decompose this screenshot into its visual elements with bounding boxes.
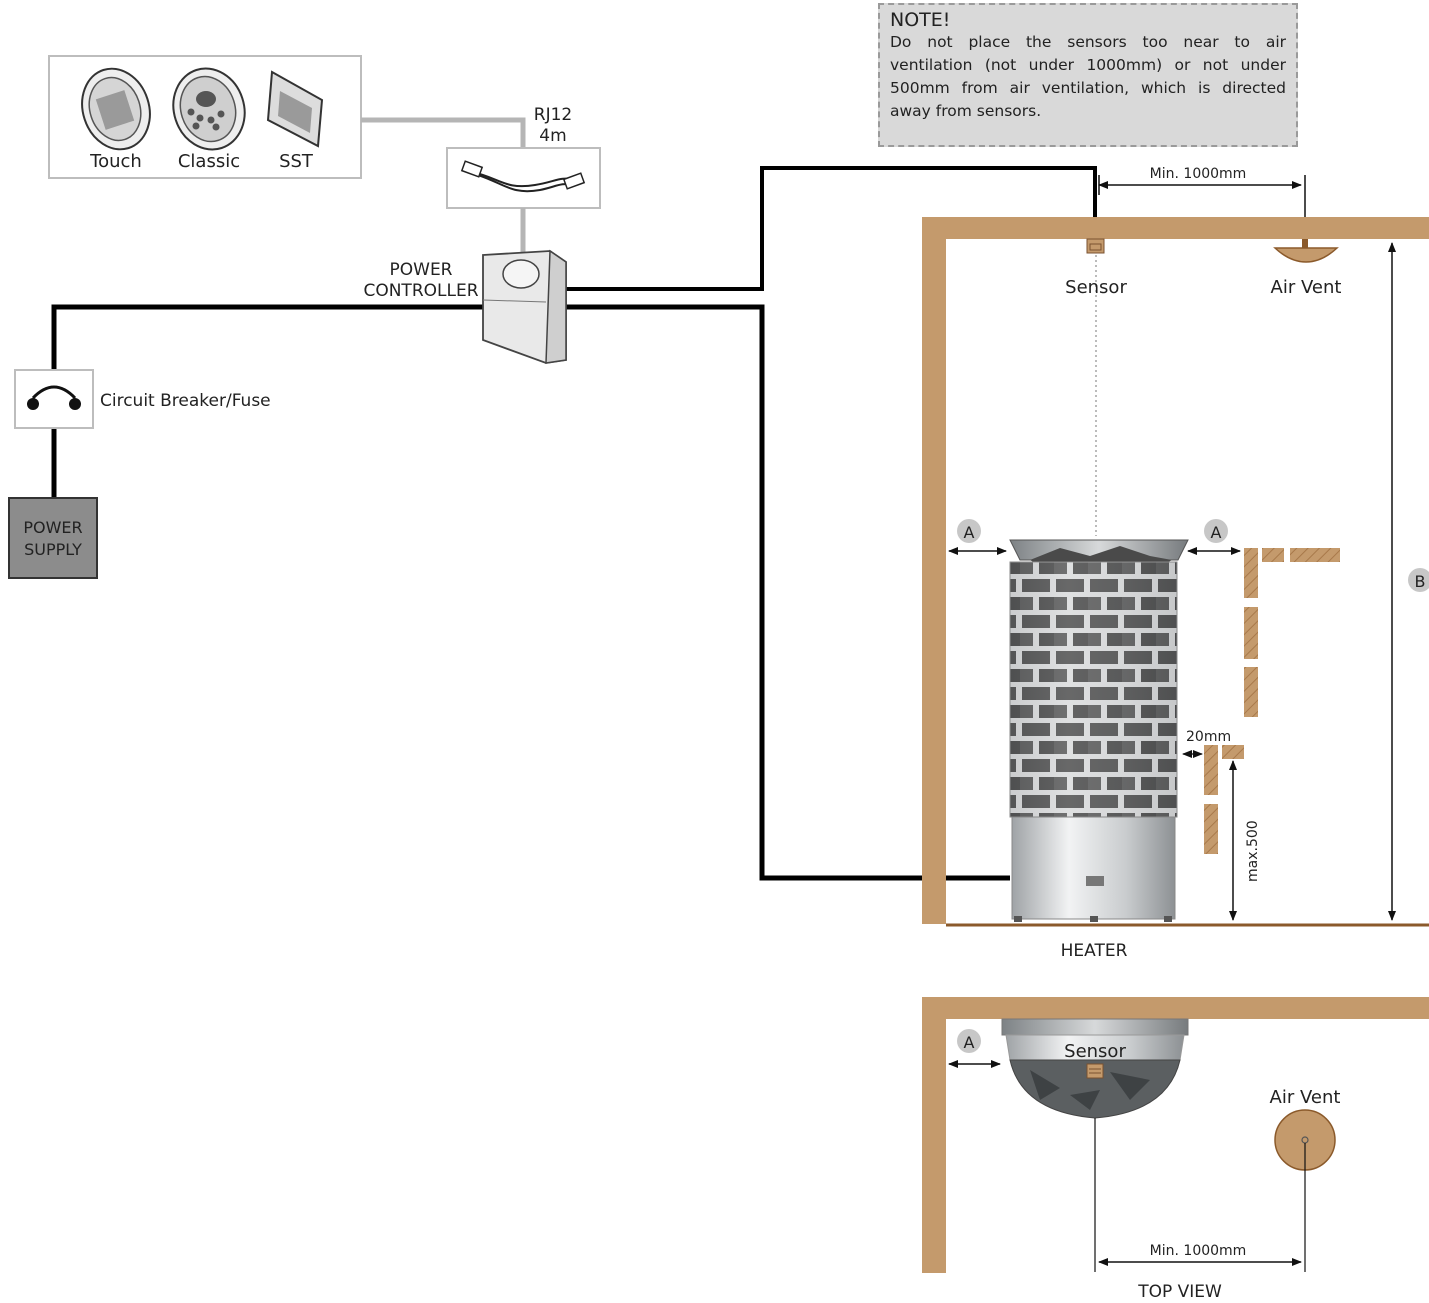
note-box: NOTE! Do not place the sensors too near … (878, 3, 1298, 147)
marker-a-left-badge (957, 519, 981, 543)
circuit-breaker-label: Circuit Breaker/Fuse (100, 391, 271, 411)
marker-a-left-label: A (964, 523, 975, 542)
air-vent-icon (1273, 239, 1339, 263)
control-label-touch: Touch (89, 151, 142, 172)
note-title: NOTE! (890, 9, 951, 31)
sst-control-icon (266, 70, 324, 148)
power-supply-box (8, 497, 98, 579)
control-label-classic: Classic (178, 151, 240, 172)
power-controller-label-1: POWER (390, 260, 453, 280)
rj12-cable-icon (446, 147, 601, 209)
control-panel-group: Touch Classic SST (48, 55, 362, 179)
panel-link-cable (361, 117, 526, 148)
power-controller-icon (482, 249, 567, 364)
top-view-room (922, 997, 1429, 1273)
gap-20mm-label: 20mm (1186, 729, 1231, 745)
top-heater-icon (1001, 1018, 1189, 1119)
side-air-vent-label: Air Vent (1271, 277, 1342, 298)
side-sensor-label: Sensor (1065, 277, 1127, 298)
rj12-length: 4m (539, 126, 566, 146)
power-supply-label-2: SUPPLY (24, 540, 82, 559)
control-label-sst: SST (279, 151, 314, 172)
heater-power-cable (566, 304, 1010, 881)
power-controller-label-2: CONTROLLER (363, 281, 478, 301)
note-text: Do not place the sensors too near to air… (890, 33, 1286, 120)
top-marker-a-badge (957, 1029, 981, 1053)
circuit-breaker-icon (14, 369, 94, 429)
supply-power-cable (51, 304, 483, 370)
marker-a-right-label: A (1211, 523, 1222, 542)
sensor-cable (566, 166, 1097, 291)
side-min-distance-label: Min. 1000mm (1150, 166, 1247, 182)
heater-icon (1009, 539, 1189, 922)
top-marker-a-label: A (964, 1033, 975, 1052)
rj12-label: RJ12 (534, 105, 572, 125)
marker-a-right-badge (1204, 519, 1228, 543)
top-sensor-label: Sensor (1064, 1041, 1126, 1062)
heater-label: HEATER (1061, 941, 1128, 961)
power-supply-label-1: POWER (23, 518, 82, 537)
top-air-vent-label: Air Vent (1270, 1087, 1341, 1108)
max-500-label: max.500 (1245, 820, 1261, 882)
safety-railing (1204, 548, 1340, 854)
marker-b-badge (1408, 568, 1429, 592)
marker-b-label: B (1415, 572, 1426, 591)
top-view-caption: TOP VIEW (1137, 1282, 1222, 1302)
touch-control-icon (81, 67, 151, 151)
top-min-distance-label: Min. 1000mm (1150, 1243, 1247, 1259)
side-view-room (922, 217, 1429, 927)
classic-control-icon (172, 67, 246, 151)
sensor-icon (1086, 238, 1105, 254)
